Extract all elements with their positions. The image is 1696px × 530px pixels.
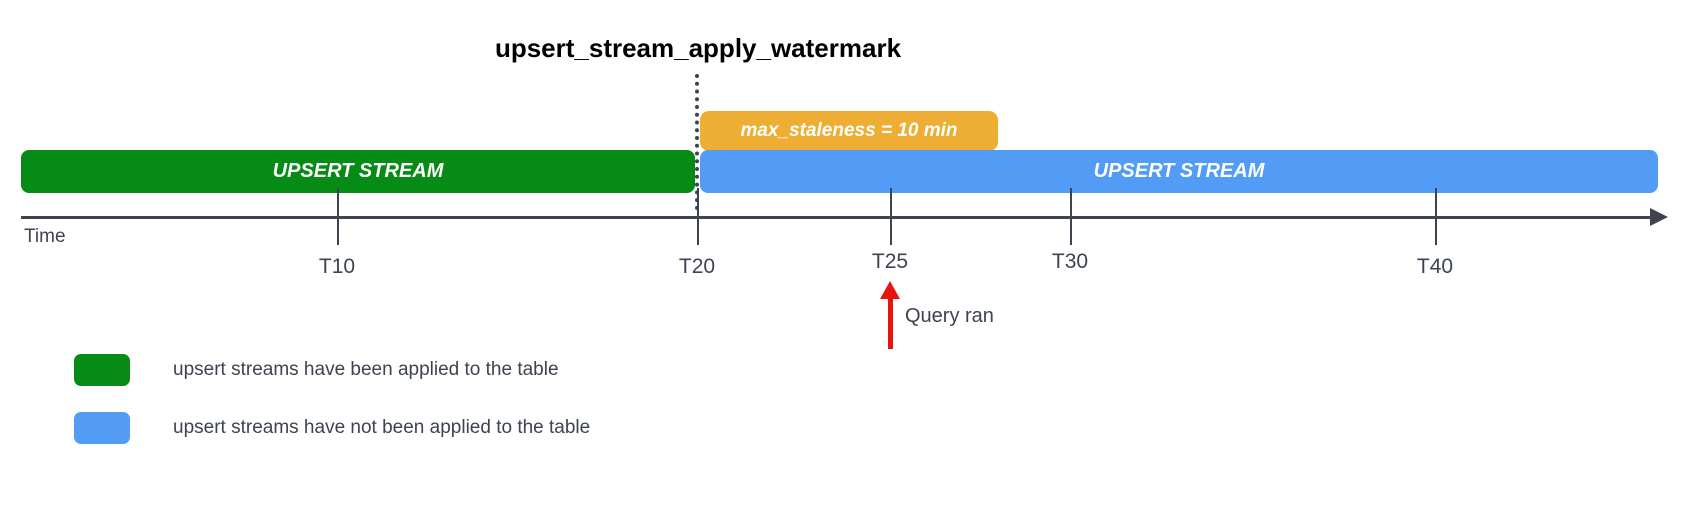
max-staleness-label: max_staleness = 10 min bbox=[740, 120, 958, 141]
axis-tick-t10 bbox=[337, 188, 339, 245]
legend-item-applied: upsert streams have been applied to the … bbox=[74, 354, 559, 386]
page-title: upsert_stream_apply_watermark bbox=[494, 33, 902, 63]
max-staleness-bar: max_staleness = 10 min bbox=[700, 111, 998, 151]
time-axis-arrow-icon bbox=[1650, 208, 1668, 226]
query-ran-arrow-shaft bbox=[888, 297, 893, 349]
axis-tick-t25 bbox=[890, 188, 892, 245]
axis-tick-label-t25: T25 bbox=[871, 250, 909, 273]
axis-tick-t40 bbox=[1435, 188, 1437, 245]
upsert-stream-applied-label: UPSERT STREAM bbox=[272, 160, 444, 182]
time-axis-line bbox=[21, 216, 1657, 219]
axis-tick-label-t30: T30 bbox=[1051, 250, 1089, 273]
upsert-stream-applied-bar: UPSERT STREAM bbox=[21, 150, 695, 193]
legend-label-not-applied: upsert streams have not been applied to … bbox=[173, 417, 591, 438]
watermark-dotted-line bbox=[695, 74, 699, 210]
legend-item-not-applied: upsert streams have not been applied to … bbox=[74, 412, 590, 444]
legend-swatch-blue bbox=[74, 412, 130, 444]
axis-tick-label-t20: T20 bbox=[678, 255, 716, 278]
axis-tick-t20 bbox=[697, 188, 699, 245]
axis-tick-label-t10: T10 bbox=[318, 255, 356, 278]
query-ran-arrow-icon bbox=[880, 281, 900, 299]
axis-tick-label-t40: T40 bbox=[1416, 255, 1454, 278]
axis-tick-t30 bbox=[1070, 188, 1072, 245]
query-ran-label: Query ran bbox=[905, 305, 994, 327]
upsert-stream-not-applied-bar: UPSERT STREAM bbox=[700, 150, 1658, 193]
legend-swatch-green bbox=[74, 354, 130, 386]
upsert-stream-not-applied-label: UPSERT STREAM bbox=[1093, 160, 1265, 182]
legend-label-applied: upsert streams have been applied to the … bbox=[173, 359, 559, 380]
time-axis-label: Time bbox=[24, 226, 66, 247]
